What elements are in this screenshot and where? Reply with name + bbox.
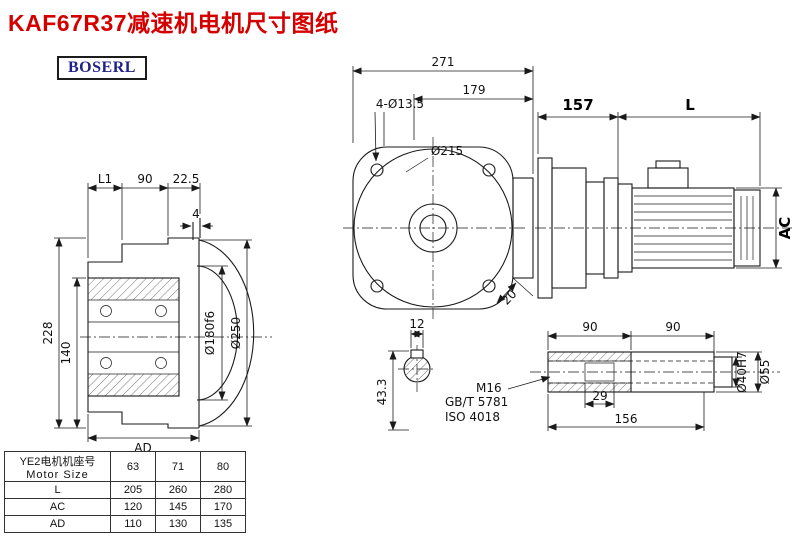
dim-29: 29 [592,389,607,403]
bolt-hole [370,279,384,293]
cell-ad-63: 110 [110,515,156,533]
cell-ac-63: 120 [110,498,156,516]
thread-label: M16 [476,381,502,395]
bolt-hole [482,279,496,293]
pin-section [403,355,431,383]
page-title: KAF67R37减速机电机尺寸图纸 [8,10,339,36]
dim-90-shaft-b: 90 [665,320,680,334]
dim-22-5: 22.5 [173,172,200,186]
iso-standard-label: ISO 4018 [445,410,500,424]
dim-179: 179 [463,83,486,97]
table-header-size-80: 80 [200,451,246,482]
dim-12: 12 [409,317,424,331]
motor-size-table: YE2电机机座号 Motor Size 63 71 80 L 205 260 2… [4,451,246,533]
cell-l-71: 260 [155,481,201,499]
brand-logo: BOSERL [57,56,147,80]
output-view: L1 90 22.5 4 228 140 AD Ø180f6 Ø250 [41,172,272,455]
dim-157: 157 [562,96,593,114]
flange-dia-label: Ø215 [431,144,463,158]
flange-circle [353,148,513,308]
row-label-l: L [4,481,111,499]
dim-90-shaft-a: 90 [582,320,597,334]
terminal-box-lid [655,160,681,169]
cell-ad-71: 130 [155,515,201,533]
row-label-ac: AC [4,498,111,516]
cell-l-80: 280 [200,481,246,499]
dim-228: 228 [41,322,55,345]
dia-250-label: Ø250 [229,317,243,349]
table-row-ad: AD 110 130 135 [4,515,246,533]
shaft-detail-view: M16 GB/T 5781 ISO 4018 90 90 29 156 Ø40H… [445,320,780,431]
dim-l: L [685,96,695,114]
front-view: 271 179 4-Ø13.5 Ø215 20 [343,55,534,320]
hub-circle [408,203,458,253]
dim-90-top: 90 [137,172,152,186]
dim-ac: AC [776,217,794,240]
dim-156: 156 [615,412,638,426]
table-header-size-71: 71 [155,451,201,482]
cell-ad-80: 135 [200,515,246,533]
housing-edge [512,177,534,279]
dim-43-3: 43.3 [375,379,389,406]
table-header-motor-size: YE2电机机座号 Motor Size [4,451,111,482]
terminal-box [647,167,689,189]
brand-logo-text: BOSERL [68,59,136,76]
dim-271: 271 [432,55,455,69]
dia-55-label: Ø55 [758,360,772,385]
dim-l1: L1 [98,172,112,186]
dia-40-label: Ø40H7 [735,351,749,392]
dim-4: 4 [192,207,200,221]
table-row-ac: AC 120 145 170 [4,498,246,516]
bore-circle [419,214,447,242]
dim-20: 20 [499,287,520,308]
shaft-step [713,356,733,388]
dia-180-label: Ø180f6 [203,311,217,355]
flange-arc [198,239,255,427]
side-view: 157 L AC [535,96,794,299]
gb-standard-label: GB/T 5781 [445,395,508,409]
cell-ac-80: 170 [200,498,246,516]
bolt-hole [370,163,384,177]
table-header-cn: YE2电机机座号 [19,455,96,468]
table-header-size-63: 63 [110,451,156,482]
pin-section-view: 12 43.3 [375,317,436,431]
row-label-ad: AD [4,515,111,533]
bolt-hole [482,163,496,177]
shaft-keyway [584,362,615,382]
keyway [410,349,424,359]
cell-l-63: 205 [110,481,156,499]
bolt-holes-label: 4-Ø13.5 [376,97,424,111]
table-row-l: L 205 260 280 [4,481,246,499]
table-header-en: Motor Size [26,468,89,481]
cell-ac-71: 145 [155,498,201,516]
spigot-arc [196,265,239,401]
fan-cover [733,189,761,267]
dim-140: 140 [59,342,73,365]
table-header-row: YE2电机机座号 Motor Size 63 71 80 [4,451,246,482]
